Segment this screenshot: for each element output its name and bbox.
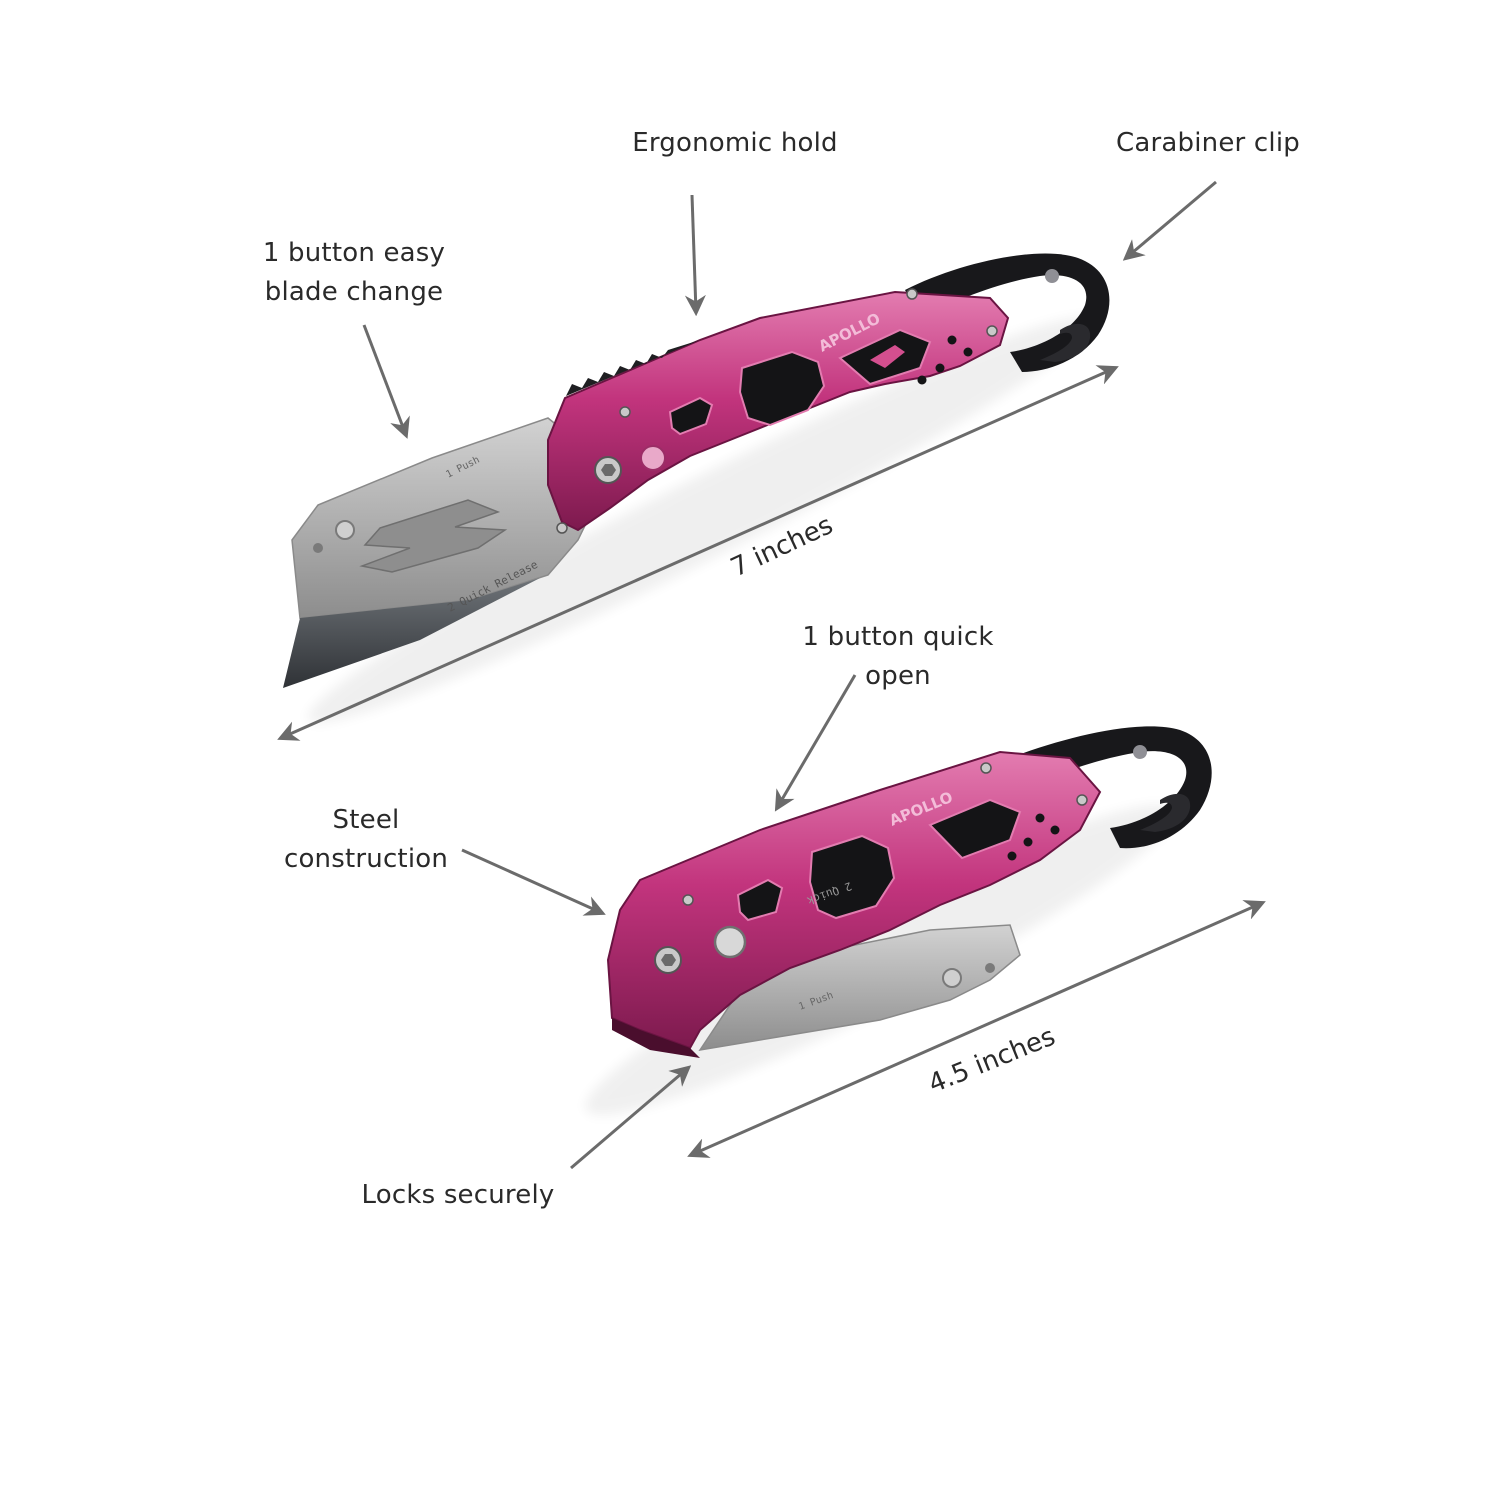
vent-hole [963, 347, 973, 357]
closed-vent-hole [1050, 825, 1060, 835]
closed-blade-rivet [985, 963, 995, 973]
annotation-arrows [277, 180, 1266, 1170]
callout-steel-construction: Steel construction [256, 801, 476, 879]
closed-handle-screw [1076, 794, 1088, 806]
closed-length-dimension-line [687, 900, 1266, 1158]
clip-pin [1045, 269, 1059, 283]
callout-quick-open-line1: 1 button quick [802, 622, 994, 652]
callout-blade-change-line1: 1 button easy [262, 238, 446, 268]
handle-screw [986, 325, 998, 337]
callout-blade-change-line2: blade change [264, 277, 444, 307]
callout-carabiner-text: Carabiner clip [1116, 128, 1300, 158]
open-length-dimension-line [277, 365, 1119, 741]
handle-screw [619, 406, 631, 418]
closed-carabiner-gate [1140, 793, 1191, 832]
ergonomic-arrow [684, 194, 706, 317]
closed-vent-hole [1035, 813, 1045, 823]
closed-vent-hole [1023, 837, 1033, 847]
callout-steel-line1: Steel [332, 805, 400, 835]
carabiner-arrow [1122, 180, 1217, 261]
closed-vent-hole [1007, 851, 1017, 861]
locks-arrow [570, 1065, 692, 1170]
callout-quick-open-line2: open [865, 661, 931, 691]
closed-blade-screw [942, 968, 962, 988]
quick-open-button [713, 925, 747, 959]
callout-ergonomic-hold: Ergonomic hold [606, 124, 864, 163]
closed-handle-underside [612, 1018, 700, 1058]
vent-hole [917, 375, 927, 385]
callout-steel-line2: construction [283, 844, 449, 874]
handle-screw [906, 288, 918, 300]
steel-arrow [461, 848, 606, 916]
blade-rivet [313, 543, 323, 553]
vent-hole [935, 363, 945, 373]
closed-utility-knife: 1 Push 2 Quick APOLLO [585, 726, 1212, 1116]
callout-locks-text: Locks securely [361, 1180, 555, 1210]
callout-locks-securely: Locks securely [338, 1176, 578, 1215]
vent-hole [947, 335, 957, 345]
closed-pivot-screw-socket [661, 954, 676, 966]
handle-screw [556, 522, 568, 534]
callout-ergonomic-text: Ergonomic hold [632, 128, 838, 158]
callout-carabiner-clip: Carabiner clip [1090, 124, 1326, 163]
closed-handle-screw [682, 894, 694, 906]
blade-change-button [640, 445, 666, 471]
closed-handle-screw [980, 762, 992, 774]
blade-change-arrow [362, 324, 410, 439]
closed-clip-pin [1133, 745, 1147, 759]
closed-handle-cutout-wedge [928, 798, 1022, 860]
callout-blade-change: 1 button easy blade change [234, 234, 474, 312]
carabiner-gate [1040, 323, 1091, 362]
callout-quick-open: 1 button quick open [778, 618, 1018, 696]
internal-blade-glimpse [870, 345, 905, 368]
carabiner-clip [905, 253, 1110, 372]
blade-screw [335, 520, 355, 540]
closed-length-label: 4.5 inches [924, 1022, 1059, 1100]
